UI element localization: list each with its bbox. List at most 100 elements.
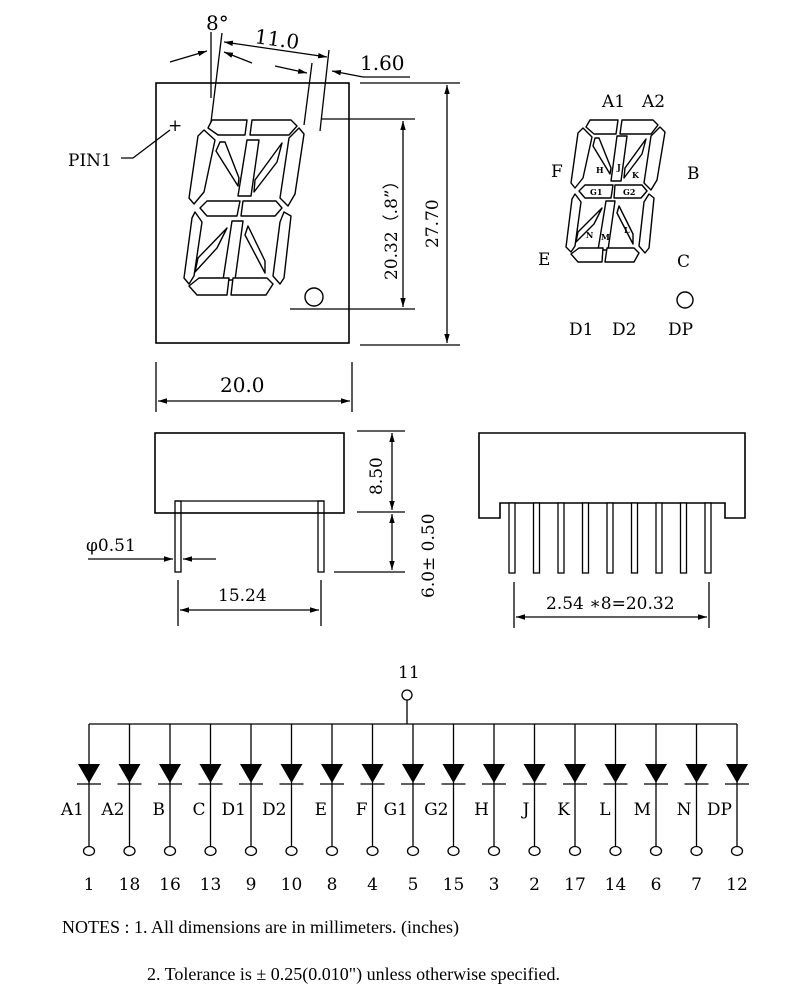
map-segment-m <box>597 200 616 251</box>
diode-symbol <box>199 764 222 783</box>
segment-label: J <box>521 800 530 820</box>
common-pin-label: 11 <box>398 663 420 683</box>
map-segment-b <box>643 126 666 191</box>
pin-number: 13 <box>200 875 222 895</box>
side-pin-right <box>317 500 325 573</box>
segment-g1 <box>199 200 241 217</box>
diode-f: F4 <box>356 724 385 895</box>
map-segment-c <box>638 193 655 254</box>
segment-j <box>237 139 260 197</box>
body-height-label: 27.70 <box>423 199 443 248</box>
pin-number: 5 <box>408 875 419 895</box>
pin-terminal <box>649 845 663 857</box>
diode-n: N7 <box>677 724 709 895</box>
slant-reference-line-3 <box>319 49 330 132</box>
bottom-pin <box>679 502 688 574</box>
segment-label: B <box>153 800 166 820</box>
segment-label: E <box>315 800 327 820</box>
map-segment-k <box>623 138 647 179</box>
map-label-m: M <box>601 232 610 242</box>
diode-j: J2 <box>521 724 547 895</box>
bottom-pin <box>557 502 565 574</box>
diode-k: K 17 <box>557 724 587 895</box>
slant-reference-line-2 <box>303 62 313 126</box>
segment-label: F <box>356 800 368 820</box>
diode-symbol <box>564 764 586 783</box>
map-decimal-point <box>676 291 694 309</box>
segment-label: C <box>192 800 205 820</box>
diode-symbol <box>280 764 303 783</box>
label-f: F <box>551 162 563 182</box>
segment-d1 <box>188 277 230 296</box>
pin-number: 4 <box>367 875 378 895</box>
pin-terminal <box>204 845 217 857</box>
pin1-leader <box>121 129 171 159</box>
map-segment-d2 <box>604 247 640 263</box>
front-decimal-point <box>304 287 324 307</box>
map-segment-g2 <box>613 184 648 199</box>
segment-label: G2 <box>424 800 448 820</box>
pin-number: 12 <box>726 875 748 895</box>
pin-terminal <box>568 845 582 857</box>
front-view: 8° 11.0 1.60 PIN1 + <box>68 11 460 412</box>
label-a2: A2 <box>641 92 665 112</box>
segment-n <box>194 227 228 273</box>
pin-number: 16 <box>159 875 181 895</box>
map-label-k: K <box>632 170 640 180</box>
segment-c <box>272 211 292 285</box>
pin-number: 7 <box>691 875 702 895</box>
bottom-pins <box>508 502 712 574</box>
segment-label: K <box>557 800 570 820</box>
label-d2: D2 <box>612 320 636 340</box>
bottom-pin <box>508 502 516 574</box>
map-segment-f <box>570 127 593 189</box>
diode-e: E8 <box>315 724 344 895</box>
side-pin-left <box>174 500 182 573</box>
segment-width-arrow-right-tip <box>331 70 364 78</box>
diode-symbol <box>483 764 505 783</box>
segment-h <box>215 141 240 187</box>
segment-label: D2 <box>262 800 286 820</box>
segment-label: M <box>634 800 651 820</box>
segment-label: L <box>599 800 610 820</box>
side-view: 8.50 6.0± 0.50 φ0.51 15.24 <box>86 430 439 626</box>
segment-b <box>279 127 305 207</box>
label-c: C <box>677 252 690 272</box>
segment-d2 <box>230 277 274 296</box>
bottom-body-outline <box>478 432 746 519</box>
digit-height-label: 20.32（.8”） <box>382 172 402 280</box>
map-label-j: J <box>616 162 621 172</box>
diode-symbol <box>118 764 141 783</box>
pin-terminal <box>123 845 136 857</box>
diode-g1: G15 <box>384 724 425 895</box>
char-width-label: 11.0 <box>253 24 300 54</box>
map-segment-h <box>592 137 612 175</box>
bottom-pin <box>630 502 639 574</box>
label-e: E <box>538 250 550 270</box>
segment-label: N <box>677 800 692 820</box>
diode-symbol <box>159 764 181 783</box>
schematic: 11 A11A218B16C13D19D210E8F4G15G215H3J2K1… <box>60 663 749 895</box>
map-segment-d1 <box>570 247 604 263</box>
pin-spacing-label: 15.24 <box>218 586 267 606</box>
pin-number: 17 <box>564 875 586 895</box>
bottom-pin <box>581 502 590 574</box>
segment-label: A2 <box>100 800 124 820</box>
map-label-n: N <box>586 230 593 240</box>
pin-terminal <box>690 845 703 857</box>
segment-a2 <box>249 119 298 136</box>
map-label-g1: G1 <box>590 187 602 197</box>
segment-width-label: 1.60 <box>360 51 405 75</box>
pin-terminal <box>406 845 420 857</box>
segment-label: D1 <box>222 800 246 820</box>
segment-e <box>183 211 203 285</box>
map-segment-j <box>610 135 628 182</box>
map-segment-n <box>575 207 603 243</box>
angle-label: 8° <box>206 11 229 35</box>
diode-symbol <box>523 764 546 783</box>
segment-k <box>253 142 283 193</box>
pin-terminal <box>366 845 379 857</box>
segment-label: A1 <box>60 800 84 820</box>
